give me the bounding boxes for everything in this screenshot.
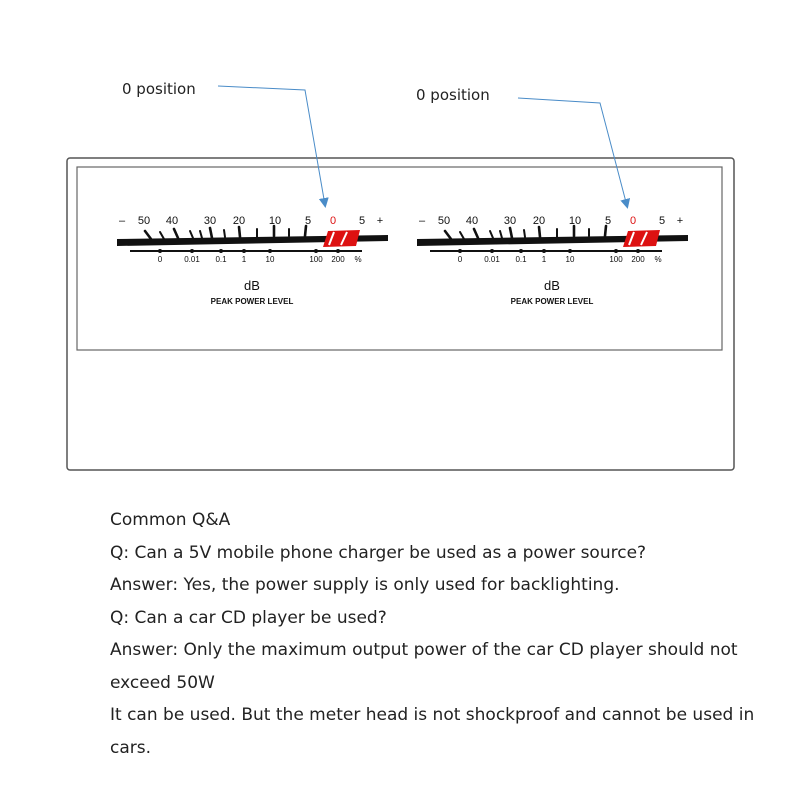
qa-question: Q: Can a 5V mobile phone charger be used…	[110, 542, 647, 563]
percent-label: %	[354, 255, 361, 264]
db-label: 10	[269, 215, 281, 227]
right-callout-label: 0 position	[416, 86, 490, 104]
qa-heading: Common Q&A	[110, 510, 231, 530]
peak-power-caption: PEAK POWER LEVEL	[211, 297, 294, 306]
left-callout-label: 0 position	[122, 80, 196, 98]
db-label: 50	[138, 215, 150, 227]
red-ticks	[628, 231, 648, 246]
percent-label: 1	[242, 255, 247, 264]
db-unit-label: dB	[244, 278, 260, 293]
db-label: 5	[659, 215, 665, 227]
db-label: 40	[166, 215, 178, 227]
scale-band	[117, 235, 388, 246]
percent-label: 0.1	[215, 255, 227, 264]
red-ticks	[328, 231, 348, 246]
db-label-zero: 0	[330, 215, 336, 227]
qa-answer: Answer: Yes, the power supply is only us…	[110, 575, 620, 595]
percent-dots	[458, 249, 640, 253]
db-label: –	[419, 215, 426, 227]
left-meter-scale: – 50 40 30 20 10 5 0 5 + 0 0.01 0.1 1 10…	[117, 215, 388, 306]
major-ticks	[443, 224, 608, 241]
db-label: +	[677, 215, 683, 227]
minor-ticks	[459, 228, 590, 240]
percent-label: 10	[566, 255, 575, 264]
db-label: 5	[605, 215, 611, 227]
db-label: 30	[504, 215, 516, 227]
peak-power-caption: PEAK POWER LEVEL	[511, 297, 594, 306]
qa-section: Common Q&A Q: Can a 5V mobile phone char…	[110, 504, 780, 764]
db-label: 20	[533, 215, 545, 227]
percent-label: 0	[458, 255, 463, 264]
scale-band	[417, 235, 688, 246]
db-label: 5	[359, 215, 365, 227]
db-label: 10	[569, 215, 581, 227]
percent-label: 100	[609, 255, 623, 264]
percent-label: 10	[266, 255, 275, 264]
percent-label: 0.01	[184, 255, 200, 264]
major-ticks	[143, 224, 308, 241]
percent-label: 200	[331, 255, 345, 264]
db-label: 30	[204, 215, 216, 227]
qa-question: Q: Can a car CD player be used?	[110, 607, 387, 628]
db-label: 50	[438, 215, 450, 227]
percent-label: 0.01	[484, 255, 500, 264]
db-label: 5	[305, 215, 311, 227]
right-callout-arrow	[517, 97, 631, 209]
db-label: –	[119, 215, 126, 227]
percent-label: 0.1	[515, 255, 527, 264]
db-unit-label: dB	[544, 278, 560, 293]
qa-answer: Answer: Only the maximum output power of…	[110, 640, 738, 693]
percent-label: 200	[631, 255, 645, 264]
db-label-zero: 0	[630, 215, 636, 227]
vu-meter-diagram: 0 position 0 position	[66, 80, 735, 471]
percent-label: %	[654, 255, 661, 264]
percent-label: 0	[158, 255, 163, 264]
meter-window	[76, 166, 723, 351]
percent-label: 1	[542, 255, 547, 264]
db-label: 40	[466, 215, 478, 227]
qa-note: It can be used. But the meter head is no…	[110, 705, 755, 758]
minor-ticks	[159, 228, 290, 240]
left-callout-arrow	[217, 85, 329, 208]
db-label: +	[377, 215, 383, 227]
right-meter-scale: – 50 40 30 20 10 5 0 5 + 0 0.01 0.1 1 10…	[417, 215, 688, 306]
db-label: 20	[233, 215, 245, 227]
percent-label: 100	[309, 255, 323, 264]
percent-dots	[158, 249, 340, 253]
